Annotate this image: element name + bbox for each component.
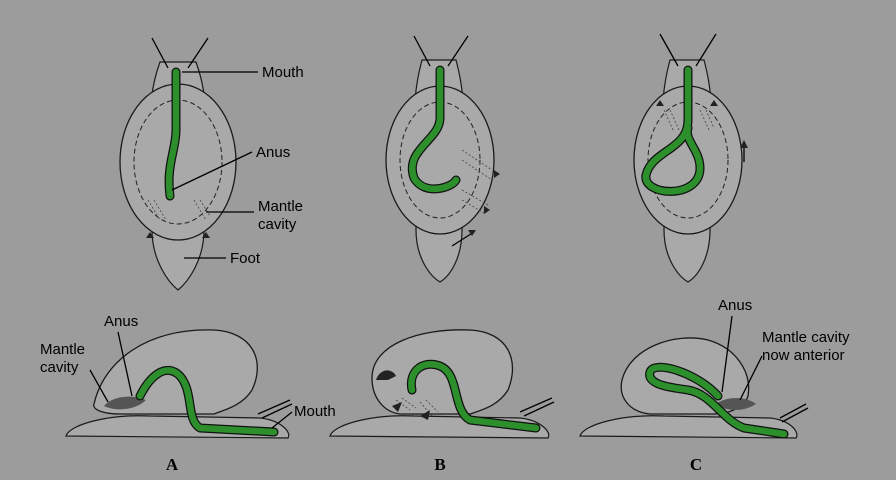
lateral-view-b bbox=[330, 330, 554, 438]
label-mouth-top: Mouth bbox=[262, 64, 304, 81]
panel-label-b: B bbox=[434, 455, 445, 474]
panel-label-c: C bbox=[690, 455, 702, 474]
label-anus-top: Anus bbox=[256, 144, 290, 161]
label-mantle-a-1: Mantle bbox=[40, 341, 85, 358]
dorsal-view-b bbox=[386, 36, 500, 282]
label-foot: Foot bbox=[230, 250, 261, 267]
lateral-view-a bbox=[66, 330, 292, 438]
label-anus-a: Anus bbox=[104, 313, 138, 330]
panel-letters: A B C bbox=[166, 455, 702, 474]
dorsal-view-a bbox=[120, 38, 236, 290]
label-mantle-c-2: now anterior bbox=[762, 347, 845, 364]
label-anus-c: Anus bbox=[718, 297, 752, 314]
label-mouth-a: Mouth bbox=[294, 403, 336, 420]
label-mantle-top-2: cavity bbox=[258, 216, 297, 233]
label-mantle-a-2: cavity bbox=[40, 359, 79, 376]
dorsal-view-c bbox=[634, 34, 748, 282]
label-mantle-top-1: Mantle bbox=[258, 198, 303, 215]
label-mantle-c-1: Mantle cavity bbox=[762, 329, 850, 346]
panel-label-a: A bbox=[166, 455, 179, 474]
